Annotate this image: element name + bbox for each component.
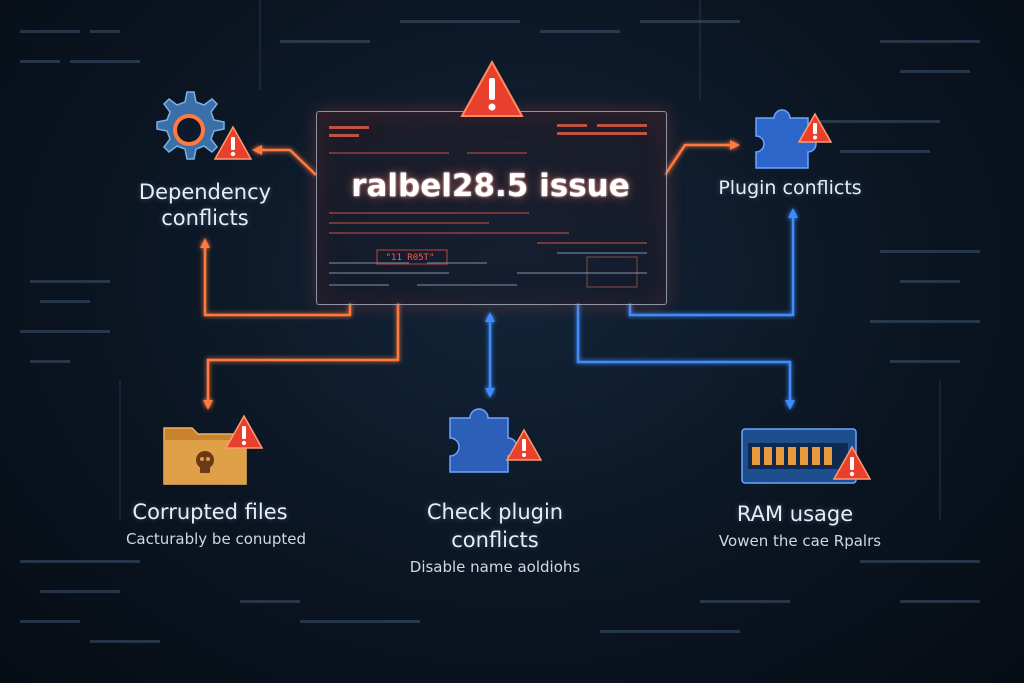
ram-usage-label: RAM usage [736, 502, 854, 526]
ram-icon [741, 428, 857, 484]
corrupted-files-sub: Cacturably be conupted [125, 530, 307, 548]
puzzle-icon [755, 109, 817, 169]
dependency-label-2: conflicts [161, 206, 249, 230]
warning-icon [832, 445, 872, 480]
panel-inner-code: "11 R05T" [385, 253, 435, 263]
check-plugin-sub: Disable name aoldiohs [409, 558, 581, 576]
arrow-dependency-loop [203, 245, 352, 317]
panel-code-lines [329, 124, 647, 288]
ram-usage-sub: Vowen the cae Rpalrs [718, 532, 882, 550]
plugin-conflicts-label: Plugin conflicts [718, 177, 862, 199]
arrow-to-ram [576, 303, 792, 405]
gear-icon [156, 91, 225, 160]
dependency-label-1: Dependency [138, 180, 272, 204]
central-issue-panel [316, 111, 667, 305]
check-plugin-label-1: Check plugin [426, 500, 564, 524]
folder-icon [163, 427, 247, 485]
warning-icon [213, 125, 253, 160]
arrow-to-plugin [663, 143, 735, 176]
warning-icon [505, 428, 543, 461]
arrow-to-corrupted [206, 303, 400, 405]
arrow-to-dependency [258, 148, 317, 176]
warning-icon [797, 112, 833, 143]
check-plugin-label-2: conflicts [451, 528, 539, 552]
page-title: ralbel28.5 issue [351, 168, 630, 204]
arrow-to-plugin-up [628, 215, 795, 317]
warning-icon [460, 59, 524, 117]
corrupted-files-label: Corrupted files [132, 500, 288, 524]
skull-icon [196, 451, 214, 473]
warning-icon [224, 414, 264, 449]
